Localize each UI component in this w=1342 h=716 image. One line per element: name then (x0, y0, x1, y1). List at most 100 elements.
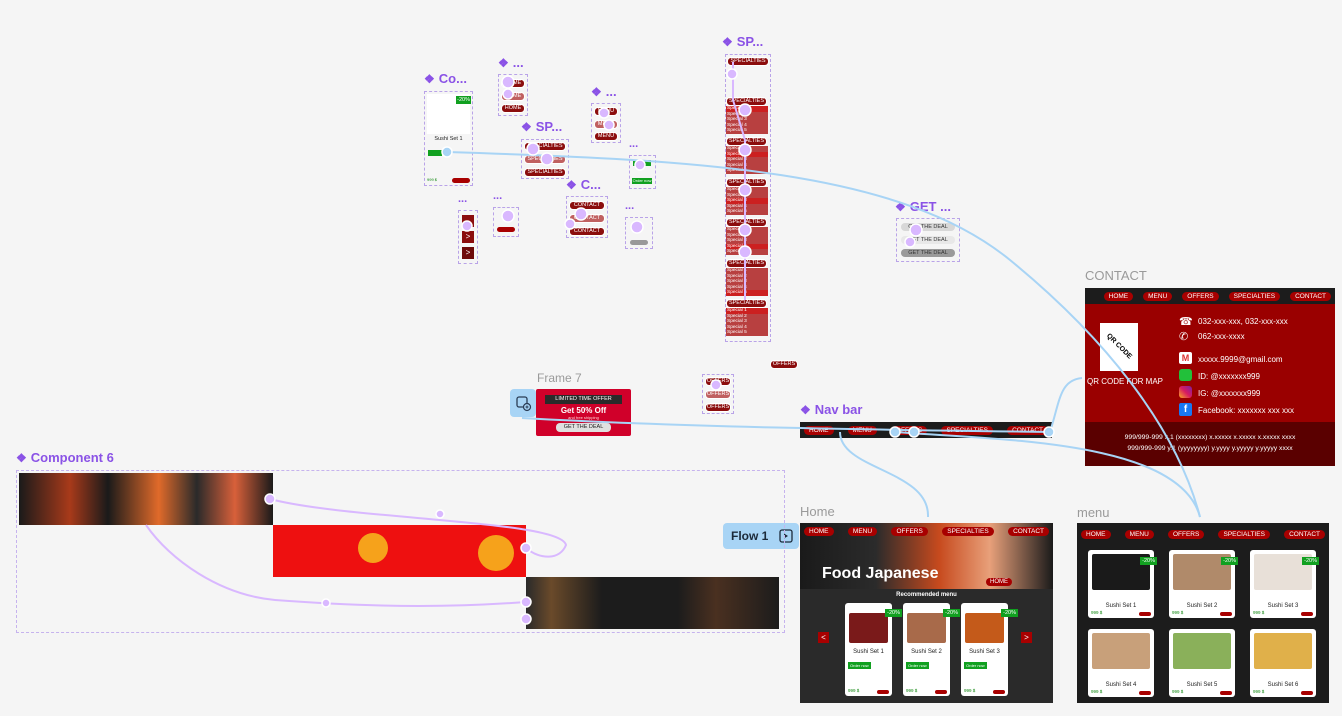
nav-specialties[interactable]: SPECIALTIES (1228, 291, 1281, 301)
component-arrows[interactable]: > > (458, 210, 478, 264)
carousel-prev-icon[interactable]: < (818, 632, 829, 643)
spec-item[interactable]: Special 5 (726, 128, 768, 134)
order-now-tag[interactable]: Order now (906, 662, 929, 669)
home-navbar[interactable]: HOME MENU OFFERS SPECIALTIES CONTACT (800, 523, 1053, 539)
frame-label-frame7[interactable]: Frame 7 (537, 371, 582, 385)
component-spec-variants[interactable]: SPECIALTIES SPECIALTIES SPECIALTIES (521, 139, 569, 179)
nav-contact[interactable]: CONTACT (1284, 529, 1325, 539)
arrow-right-icon[interactable]: > (462, 231, 474, 243)
home-variant[interactable]: HOME (501, 79, 525, 88)
flow-starting-point[interactable]: Flow 1 (723, 523, 799, 549)
nav-menu[interactable]: MENU (847, 425, 877, 435)
nav-menu[interactable]: MENU (1124, 529, 1154, 539)
component-contact-variants[interactable]: CONTACT CONTACT CONTACT (566, 196, 608, 238)
nav-menu[interactable]: MENU (1143, 291, 1173, 301)
offers-variant[interactable]: OFFERS (705, 403, 731, 412)
nav-offers[interactable]: OFFERS (1182, 291, 1219, 301)
menu-navbar[interactable]: HOME MENU OFFERS SPECIALTIES CONTACT (1077, 526, 1329, 542)
component-label-dots-c[interactable]: ... (629, 138, 639, 150)
component-label-get[interactable]: ❖GET ... (895, 199, 951, 214)
component-label-dots-d[interactable]: ... (625, 200, 635, 212)
component-offers-variants[interactable]: OFFERS OFFERS OFFERS (702, 374, 734, 414)
order-button[interactable] (877, 690, 889, 694)
arrow-variant[interactable] (462, 215, 474, 227)
nav-contact[interactable]: CONTACT (1290, 291, 1331, 301)
nav-home[interactable]: HOME (1081, 529, 1111, 539)
spec-dropdown-header[interactable]: SPECIALTIES (726, 97, 767, 106)
component6-set[interactable] (16, 470, 785, 633)
component-label-component6[interactable]: ❖Component 6 (16, 450, 114, 465)
offers-variant[interactable]: OFFERS (770, 360, 798, 369)
contact-frame[interactable]: HOME MENU OFFERS SPECIALTIES CONTACT QR … (1085, 288, 1335, 466)
home-variant[interactable]: HOME (501, 104, 525, 113)
component-label-co[interactable]: ❖Co... (424, 71, 467, 86)
order-now-tag[interactable]: Order now (848, 662, 871, 669)
nav-home[interactable]: HOME (1103, 291, 1134, 301)
component-label-sp-top[interactable]: ❖SP... (722, 34, 764, 49)
get-deal-button[interactable]: GET THE DEAL (556, 423, 611, 432)
spec-variant[interactable]: SPECIALTIES (524, 142, 566, 151)
menu-variant[interactable]: MENU (594, 132, 618, 141)
component-label-dots1[interactable]: ❖... (498, 55, 524, 70)
component-get-deal-variants[interactable]: GET THE DEAL GET THE DEAL GET THE DEAL (896, 218, 960, 262)
order-button[interactable] (1220, 612, 1232, 616)
frame-label-home[interactable]: Home (800, 504, 835, 519)
banner-variant-2[interactable] (273, 525, 526, 577)
nav-home[interactable]: HOME (804, 526, 834, 536)
order-button[interactable] (1139, 691, 1151, 695)
component-small-button[interactable] (625, 217, 653, 249)
nav-offers[interactable]: OFFERS (890, 425, 928, 435)
component-home-variants[interactable]: HOME HOME HOME (498, 74, 528, 116)
spec-item[interactable]: Special 5 (726, 330, 768, 336)
frame-label-contact[interactable]: CONTACT (1085, 268, 1147, 283)
order-button[interactable] (1220, 691, 1232, 695)
component-label-navbar[interactable]: ❖Nav bar (800, 402, 863, 417)
order-button[interactable] (993, 690, 1005, 694)
component-label-dots-a[interactable]: ... (458, 193, 468, 205)
contact-variant[interactable]: CONTACT (569, 201, 605, 210)
navbar-component[interactable]: HOME MENU OFFERS SPECIALTIES CONTACT (800, 422, 1052, 438)
nav-menu[interactable]: MENU (847, 526, 878, 536)
contact-variant[interactable]: CONTACT (569, 227, 605, 236)
order-now-tag[interactable]: Order now (964, 662, 987, 669)
component-label-c[interactable]: ❖C... (566, 177, 601, 192)
component-label-dots2[interactable]: ❖... (591, 84, 617, 99)
contact-navbar[interactable]: HOME MENU OFFERS SPECIALTIES CONTACT (1085, 288, 1335, 304)
prototype-start-icon[interactable] (510, 389, 536, 417)
nav-specialties[interactable]: SPECIALTIES (1218, 529, 1270, 539)
contact-variant[interactable]: CONTACT (569, 214, 605, 223)
offers-variant[interactable]: OFFERS (705, 377, 731, 386)
nav-offers[interactable]: OFFERS (891, 526, 928, 536)
spec-variant[interactable]: SPECIALTIES (524, 168, 566, 177)
get-deal-variant[interactable]: GET THE DEAL (901, 223, 955, 231)
order-button[interactable] (1301, 691, 1313, 695)
component-label-dots-b[interactable]: ... (493, 190, 503, 202)
spec-variant[interactable]: SPECIALTIES (524, 155, 566, 164)
spec-dropdown-header[interactable]: SPECIALTIES (727, 57, 769, 66)
nav-offers[interactable]: OFFERS (1167, 529, 1205, 539)
play-icon[interactable] (779, 529, 793, 543)
spec-dropdown-header[interactable]: SPECIALTIES (726, 218, 767, 227)
spec-item[interactable]: Special 5 (726, 209, 768, 215)
spec-dropdown-header[interactable]: SPECIALTIES (726, 259, 767, 268)
spec-dropdown-header[interactable]: SPECIALTIES (726, 178, 767, 187)
order-button[interactable] (497, 227, 515, 232)
get-deal-variant[interactable]: GET THE DEAL (901, 236, 955, 244)
menu-variant[interactable]: MENU (594, 107, 618, 116)
carousel-next-icon[interactable]: > (1021, 632, 1032, 643)
order-button[interactable] (1301, 612, 1313, 616)
home-variant[interactable]: HOME (501, 92, 525, 101)
banner-variant-3[interactable] (526, 577, 779, 629)
